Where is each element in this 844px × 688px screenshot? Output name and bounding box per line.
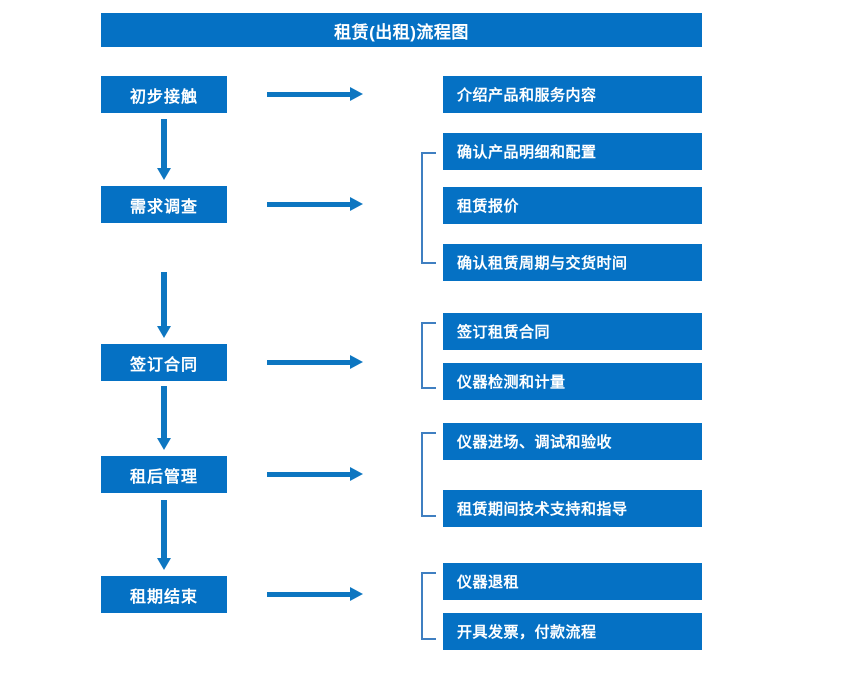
page-title: 租赁(出租)流程图 bbox=[101, 13, 702, 47]
detail-box-9[interactable]: 仪器退租 bbox=[443, 563, 702, 600]
vertical-arrow-icon-3 bbox=[157, 386, 171, 450]
vertical-arrow-icon-4 bbox=[157, 500, 171, 570]
horizontal-arrow-icon-2 bbox=[267, 197, 363, 211]
horizontal-arrow-icon-4 bbox=[267, 467, 363, 481]
detail-box-10[interactable]: 开具发票，付款流程 bbox=[443, 613, 702, 650]
stage-box-4[interactable]: 租后管理 bbox=[101, 456, 227, 493]
group-bracket-5 bbox=[421, 572, 436, 640]
vertical-arrow-icon-1 bbox=[157, 119, 171, 180]
detail-box-4[interactable]: 确认租赁周期与交货时间 bbox=[443, 244, 702, 281]
stage-box-1[interactable]: 初步接触 bbox=[101, 76, 227, 113]
group-bracket-4 bbox=[421, 432, 436, 517]
detail-box-7[interactable]: 仪器进场、调试和验收 bbox=[443, 423, 702, 460]
detail-box-2[interactable]: 确认产品明细和配置 bbox=[443, 133, 702, 170]
detail-box-5[interactable]: 签订租赁合同 bbox=[443, 313, 702, 350]
group-bracket-3 bbox=[421, 322, 436, 389]
horizontal-arrow-icon-5 bbox=[267, 587, 363, 601]
group-bracket-2 bbox=[421, 152, 436, 264]
detail-box-1[interactable]: 介绍产品和服务内容 bbox=[443, 76, 702, 113]
detail-box-6[interactable]: 仪器检测和计量 bbox=[443, 363, 702, 400]
detail-box-8[interactable]: 租赁期间技术支持和指导 bbox=[443, 490, 702, 527]
stage-box-5[interactable]: 租期结束 bbox=[101, 576, 227, 613]
stage-box-2[interactable]: 需求调查 bbox=[101, 186, 227, 223]
horizontal-arrow-icon-3 bbox=[267, 355, 363, 369]
detail-box-3[interactable]: 租赁报价 bbox=[443, 187, 702, 224]
stage-box-3[interactable]: 签订合同 bbox=[101, 344, 227, 381]
horizontal-arrow-icon-1 bbox=[267, 87, 363, 101]
vertical-arrow-icon-2 bbox=[157, 272, 171, 338]
